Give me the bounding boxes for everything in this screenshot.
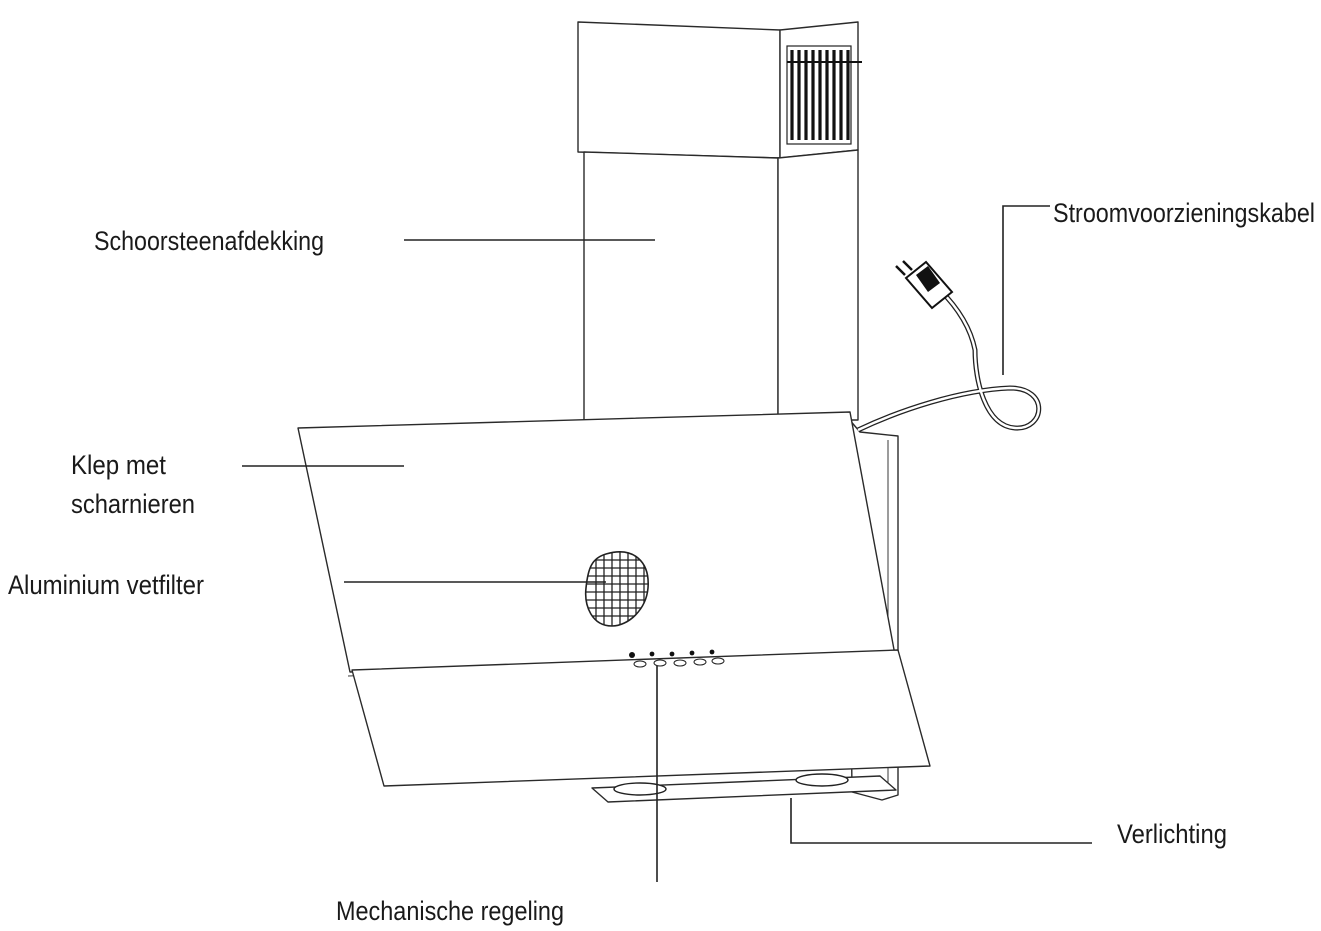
lower-panel: [351, 649, 931, 787]
grease-filter-icon: [584, 551, 649, 627]
leader-power-cable: [1002, 205, 1050, 375]
plug-icon: [895, 260, 954, 310]
label-hinged-flap-line1: Klep met: [71, 450, 166, 480]
control-button-3-icon: [669, 651, 675, 657]
leader-lighting: [790, 798, 1092, 844]
light-right-icon: [795, 773, 849, 787]
label-grease-filter: Aluminium vetfilter: [8, 570, 204, 600]
light-left-icon: [613, 782, 667, 796]
chimney: [577, 21, 862, 423]
label-power-cable: Stroomvoorzieningskabel: [1053, 198, 1315, 228]
label-chimney-cover: Schoorsteenafdekking: [94, 226, 324, 256]
control-button-4-icon: [689, 650, 695, 656]
control-button-2-icon: [649, 651, 655, 657]
chimney-lower-front: [583, 151, 779, 423]
control-button-5-icon: [709, 649, 715, 655]
hood-underside: [591, 773, 897, 803]
label-control: Mechanische regeling: [336, 896, 564, 926]
hinged-flap-panel: [297, 411, 896, 673]
label-lighting: Verlichting: [1117, 819, 1227, 849]
chimney-lower-side: [777, 149, 859, 421]
label-hinged-flap-line2: scharnieren: [71, 489, 195, 519]
control-buttons: [629, 649, 725, 668]
control-button-1-icon: [629, 652, 635, 658]
vent-grille-icon: [786, 45, 862, 145]
power-cable: [856, 260, 1042, 433]
chimney-upper-front: [577, 21, 781, 159]
